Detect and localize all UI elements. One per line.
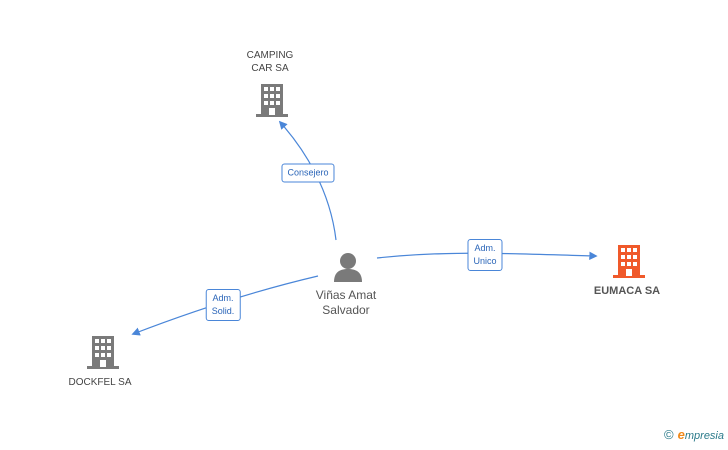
building-icon[interactable] — [87, 336, 119, 369]
node-label-line: DOCKFEL SA — [68, 377, 132, 388]
edge-label-adm-solid[interactable]: Adm. Solid. — [205, 289, 241, 321]
brand-logo: ©empresia — [664, 427, 724, 442]
node-label-line: EUMACA SA — [593, 285, 661, 297]
building-icon[interactable] — [613, 245, 645, 278]
brand-initial: e — [677, 427, 685, 442]
building-icon[interactable] — [256, 84, 288, 117]
node-label-dockfel[interactable]: DOCKFEL SA — [69, 376, 132, 389]
brand-name: mpresia — [684, 430, 724, 442]
node-label-line: Salvador — [322, 303, 370, 317]
node-label-line: CAR SA — [251, 63, 289, 74]
edge-label-consejero[interactable]: Consejero — [281, 163, 335, 183]
edge-label-adm-unico[interactable]: Adm. Unico — [467, 239, 503, 271]
edge-label-text: Solid. — [211, 306, 235, 316]
node-label-line: Viñas Amat — [315, 288, 377, 302]
node-label-eumaca[interactable]: EUMACA SA — [594, 285, 660, 298]
edge-label-text: Adm. — [474, 243, 496, 253]
person-icon[interactable] — [334, 253, 362, 282]
node-label-line: CAMPING — [246, 50, 294, 61]
node-label-camping-car[interactable]: CAMPING CAR SA — [247, 49, 294, 75]
edge-label-text: Unico — [473, 256, 497, 266]
node-label-person[interactable]: Viñas Amat Salvador — [316, 288, 376, 318]
edge-label-text: Adm. — [212, 293, 234, 303]
copyright-icon: © — [664, 427, 674, 442]
edge-label-text: Consejero — [287, 167, 329, 178]
